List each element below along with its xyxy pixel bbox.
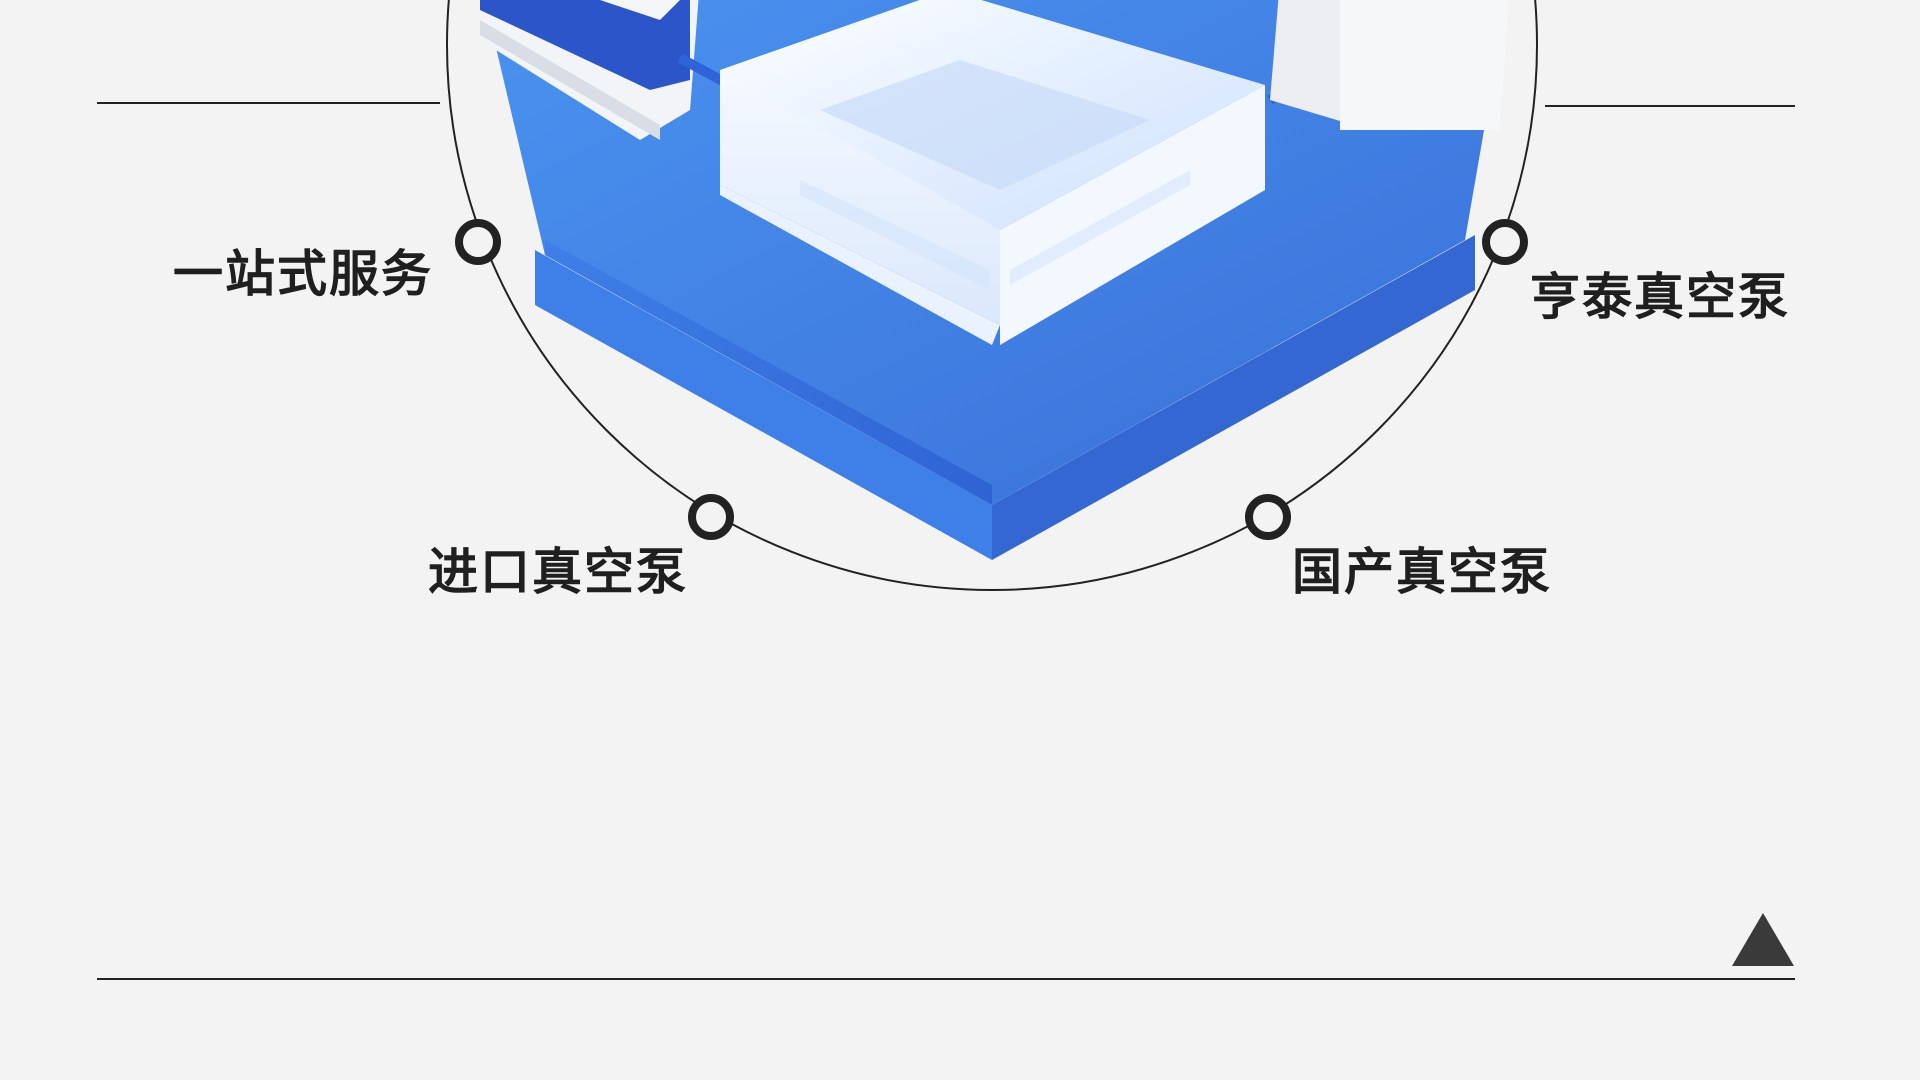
ring-node-imported	[688, 494, 734, 540]
bottom-divider	[97, 978, 1795, 980]
label-imported-vacuum-pump[interactable]: 进口真空泵	[428, 543, 688, 601]
triangle-up-icon[interactable]	[1732, 913, 1794, 966]
top-left-divider	[97, 102, 440, 104]
label-hengtai-vacuum-pump[interactable]: 亨泰真空泵	[1530, 268, 1790, 326]
product-ring	[446, 0, 1538, 591]
top-right-divider	[1545, 105, 1795, 107]
ring-node-one-stop	[455, 219, 501, 265]
ring-node-hengtai	[1482, 219, 1528, 265]
ring-node-domestic	[1245, 494, 1291, 540]
label-one-stop-service[interactable]: 一站式服务	[173, 245, 433, 303]
label-domestic-vacuum-pump[interactable]: 国产真空泵	[1292, 543, 1552, 601]
